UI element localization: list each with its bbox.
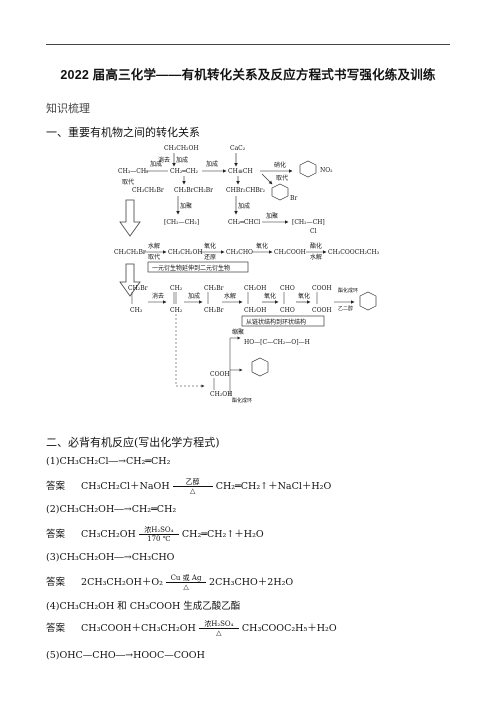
d-r5-suoju: 缩聚 xyxy=(232,328,244,336)
d-jiacheng-3: 加成 xyxy=(206,160,218,168)
d-ester: CH₃COOCH₂CH₃ xyxy=(328,249,380,256)
d-jiacheng-1: 加成 xyxy=(176,156,188,164)
page-title: 2022 届高三化学——有机转化关系及反应方程式书写强化练及训练 xyxy=(60,68,436,82)
d-qudai-br: 取代 xyxy=(276,174,288,182)
d-box-1: 一元衍生物延伸到二元衍生物 xyxy=(152,264,230,272)
d-ch2chcl: CH₂═CHCl xyxy=(228,219,260,226)
d-br: Br xyxy=(290,195,297,202)
d-r4-jiacheng: 加成 xyxy=(188,292,200,300)
d-r4-xiaoqu: 消去 xyxy=(152,292,164,300)
d-ch3cooh: CH₃COOH xyxy=(274,249,306,256)
d-r4-ch2br-a: CH₂Br xyxy=(128,285,148,292)
d-r4-shuijie: 水解 xyxy=(224,292,236,300)
answer-label-1: 答案 xyxy=(46,481,66,492)
d-r4-cho-b: CHO xyxy=(280,307,295,314)
d-qudai-3: 取代 xyxy=(148,253,160,261)
d-pvc: [CH₂—CH] xyxy=(292,219,325,226)
section-one-heading: 一、重要有机物之间的转化关系 xyxy=(46,126,200,139)
d-ch2brch2br: CH₂BrCH₂Br xyxy=(174,187,213,194)
d-jiacheng-4: 加成 xyxy=(238,202,250,210)
d-r4-ch2-a: CH₂ xyxy=(170,285,183,292)
d-cl: Cl xyxy=(310,228,317,235)
d-r4-zhihua: 酯化成环 xyxy=(338,287,358,294)
section-knowledge: 知识梳理 xyxy=(46,102,90,115)
q1: (1)CH₃CH₂Cl―→CH₂═CH₂ xyxy=(46,456,171,467)
d-yanghua-1: 氧化 xyxy=(204,242,216,250)
answer-1-right: CH₂═CH₂↑＋NaCl＋H₂O xyxy=(215,481,332,492)
d-yanghua-2: 氧化 xyxy=(256,242,268,250)
d-r5-polyester: HO—[C—CH₂—O]—H xyxy=(244,339,310,346)
answer-1: 答案 CH₃CH₂Cl＋NaOH 乙醇△ CH₂═CH₂↑＋NaCl＋H₂O xyxy=(46,478,331,495)
answer-4: 答案 CH₃COOH＋CH₃CH₂OH 浓H₂SO₄△ CH₃COOC₂H₅＋H… xyxy=(46,620,337,637)
d-huanyuan: 还原 xyxy=(204,254,216,261)
answer-4-left: CH₃COOH＋CH₃CH₂OH xyxy=(81,623,196,634)
answer-4-cond-top: 浓H₂SO₄ xyxy=(204,620,234,628)
d-r4-cooh-b: COOH xyxy=(312,307,332,314)
d-qudai-1: 取代 xyxy=(122,178,134,186)
d-ch3cho: CH₃CHO xyxy=(226,249,253,256)
answer-label-2: 答案 xyxy=(46,529,66,540)
answer-4-cond-bot: △ xyxy=(216,629,222,637)
d-r4-ch2br-c: CH₂Br xyxy=(204,307,224,314)
d-jiacheng-2: 加成 xyxy=(150,160,162,168)
d-chch: CH≡CH xyxy=(228,168,253,175)
q5: (5)OHC—CHO―→HOOC—COOH xyxy=(46,650,205,661)
d-zhihua: 酯化 xyxy=(310,242,322,250)
d-shuijie-2: 水解 xyxy=(310,253,322,261)
answer-1-cond-top: 乙醇 xyxy=(185,478,200,486)
d-r4-ch2oh-a: CH₂OH xyxy=(244,285,266,292)
answer-1-left: CH₃CH₂Cl＋NaOH xyxy=(81,481,170,492)
d-jiaju-2: 加聚 xyxy=(266,212,278,220)
d-xiaohua: 硝化 xyxy=(274,161,286,169)
d-r4-yanghua-2: 氧化 xyxy=(298,292,310,300)
answer-2-left: CH₃CH₂OH xyxy=(81,529,136,540)
d-box-2: 从链状结构到环状结构 xyxy=(246,318,306,326)
answer-2-cond-top: 浓H₂SO₄ xyxy=(144,526,174,534)
d-r4-ch2-b: CH₂ xyxy=(170,307,183,314)
d-ch3ch2br-1: CH₃CH₂Br xyxy=(132,187,164,194)
d-r5-zhihua: 酯化成环 xyxy=(232,397,252,404)
answer-3-cond-bot: △ xyxy=(183,583,189,591)
section-two-heading: 二、必背有机反应(写出化学方程式) xyxy=(46,436,220,449)
d-ch3ch2br-3: CH₃CH₂Br xyxy=(114,249,146,256)
d-chbr2chbr2: CHBr₂CHBr₂ xyxy=(226,187,266,194)
q2: (2)CH₃CH₂OH―→CH₂═CH₂ xyxy=(46,504,177,515)
conversion-diagram: CH₃CH₂OH CaC₂ 消去 加成 CH₃—CH₃ CH₂═CH₂ CH≡C… xyxy=(114,145,380,404)
d-r4-cooh-a: COOH xyxy=(312,285,332,292)
answer-label-4: 答案 xyxy=(46,623,66,634)
answer-3: 答案 2CH₃CH₂OH＋O₂ Cu 或 Ag△ 2CH₃CHO＋2H₂O xyxy=(46,574,293,591)
d-r5-ch2oh: CH₂OH xyxy=(210,391,232,398)
q3: (3)CH₃CH₂OH―→CH₃CHO xyxy=(46,552,175,563)
q4: (4)CH₃CH₂OH 和 CH₃COOH 生成乙酸乙酯 xyxy=(46,601,241,612)
d-nitro: NO₂ xyxy=(320,167,333,174)
d-r4-yanghua-1: 氧化 xyxy=(264,292,276,300)
d-ch3ch2oh-top: CH₃CH₂OH xyxy=(164,145,199,152)
answer-4-right: CH₃COOC₂H₅＋H₂O xyxy=(241,623,337,634)
d-pe: [CH₂—CH₂] xyxy=(164,219,199,226)
answer-2-right: CH₂═CH₂↑＋H₂O xyxy=(181,529,264,540)
answer-label-3: 答案 xyxy=(46,577,66,588)
d-r4-ch2oh-b: CH₂OH xyxy=(244,307,266,314)
answer-3-left: 2CH₃CH₂OH＋O₂ xyxy=(81,577,163,588)
d-r5-cooh: COOH xyxy=(210,371,230,378)
answer-3-right: 2CH₃CHO＋2H₂O xyxy=(209,577,294,588)
answer-1-cond-bot: △ xyxy=(189,487,196,495)
answer-3-cond-top: Cu 或 Ag xyxy=(170,574,202,582)
d-shuijie-1: 水解 xyxy=(148,242,160,250)
d-r4-cho-a: CHO xyxy=(280,285,295,292)
d-cac2: CaC₂ xyxy=(230,145,246,152)
d-ch2ch2: CH₂═CH₂ xyxy=(170,168,199,175)
header-rule xyxy=(46,44,450,45)
d-r4-ch3: CH₃ xyxy=(130,307,143,314)
d-xiaoqu-1: 消去 xyxy=(158,156,170,164)
d-r4-yierchun: 乙二醇 xyxy=(338,305,353,312)
d-ch3ch2oh-3: CH₃CH₂OH xyxy=(168,249,203,256)
answer-2-cond-bot: 170 ℃ xyxy=(147,535,171,543)
d-jiaju-1: 加聚 xyxy=(180,202,192,210)
d-r4-ch2br-b: CH₂Br xyxy=(204,285,224,292)
d-ch3ch3: CH₃—CH₃ xyxy=(118,168,149,175)
